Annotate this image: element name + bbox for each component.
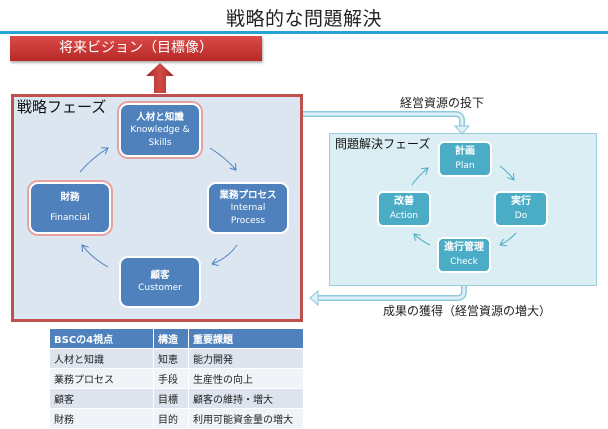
resource-input-arrow [303, 111, 471, 135]
header-perspective: BSCの4視点 [50, 329, 153, 348]
node-label-en: Check [450, 257, 478, 267]
cell: 人材と知識 [50, 349, 153, 368]
up-arrow-icon [146, 63, 174, 93]
cell: 目的 [153, 409, 188, 428]
cell: 業務プロセス [50, 369, 153, 388]
node-label-en: Action [389, 211, 419, 221]
cell: 財務 [50, 409, 153, 428]
future-vision-banner: 将来ビジョン（目標像） [10, 36, 262, 61]
node-action: 改善 Action [377, 191, 431, 227]
table-row: 財務 目的 利用可能資金量の増大 [50, 409, 303, 428]
node-label-en: Knowledge & Skills [130, 124, 190, 148]
node-financial: 財務 Financial [29, 182, 111, 234]
table-row: 人材と知識 知恵 能力開発 [50, 349, 303, 368]
node-label-jp: 財務 [60, 192, 80, 203]
node-label-en: Financial [50, 213, 90, 223]
header-key-issue: 重要課題 [188, 329, 303, 348]
node-label-jp: 改善 [394, 196, 414, 207]
node-label-en: Internal Process [230, 202, 266, 226]
cell: 顧客の維持・増大 [188, 389, 303, 408]
cycle-arrow-customer-to-financial [82, 245, 109, 268]
node-customer: 顧客 Customer [119, 256, 201, 308]
node-label-en: Plan [455, 161, 475, 171]
node-knowledge-skills: 人材と知識 Knowledge & Skills [119, 103, 201, 157]
table-row: 業務プロセス 手段 生産性の向上 [50, 369, 303, 388]
result-output-label: 成果の獲得（経営資源の増大） [383, 304, 552, 318]
title-divider [0, 31, 608, 34]
cycle-arrow-do-to-check [500, 232, 517, 245]
node-label-jp: 人材と知識 [136, 111, 184, 123]
node-plan: 計画 Plan [438, 141, 492, 177]
node-label-jp: 顧客 [150, 270, 170, 281]
cycle-arrow-action-to-plan [411, 168, 428, 186]
header-structure: 構造 [153, 329, 188, 348]
table-header-row: BSCの4視点 構造 重要課題 [50, 329, 303, 348]
cell: 目標 [153, 389, 188, 408]
cell: 生産性の向上 [188, 369, 303, 388]
cycle-arrow-plan-to-do [499, 165, 514, 180]
cycle-arrow-process-to-customer [212, 244, 238, 264]
node-internal-process: 業務プロセス Internal Process [207, 182, 289, 234]
node-label-jp: 業務プロセス [219, 189, 277, 201]
table-row: 顧客 目標 顧客の維持・増大 [50, 389, 303, 408]
node-label-jp: 計画 [455, 146, 475, 157]
resource-input-label: 経営資源の投下 [400, 96, 485, 110]
cycle-arrow-check-to-action [414, 234, 431, 246]
page-title: 戦略的な問題解決 [225, 8, 382, 30]
node-do: 実行 Do [494, 191, 548, 227]
cell: 手段 [153, 369, 188, 388]
node-label-jp: 実行 [511, 196, 531, 207]
cell: 利用可能資金量の増大 [188, 409, 303, 428]
cell: 知恵 [153, 349, 188, 368]
node-label-jp: 進行管理 [444, 242, 484, 253]
strategy-phase-label: 戦略フェーズ [17, 98, 107, 116]
node-label-en: Customer [138, 283, 182, 293]
node-label-en: Do [514, 211, 528, 221]
bsc-table: BSCの4視点 構造 重要課題 人材と知識 知恵 能力開発 業務プロセス 手段 … [50, 328, 303, 429]
cycle-arrow-knowledge-to-process [209, 147, 236, 170]
problem-solving-phase-label: 問題解決フェーズ [335, 137, 431, 151]
cell: 顧客 [50, 389, 153, 408]
node-check: 進行管理 Check [437, 237, 491, 273]
cell: 能力開発 [188, 349, 303, 368]
cycle-arrow-financial-to-knowledge [79, 148, 108, 173]
result-output-arrow [309, 286, 467, 307]
